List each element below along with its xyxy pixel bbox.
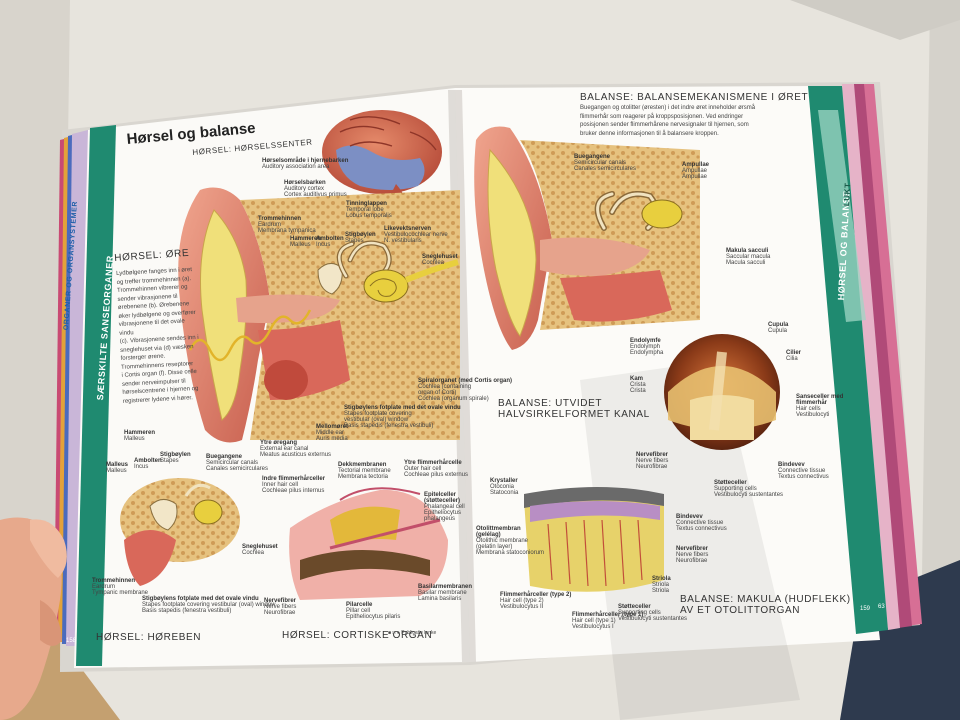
label-hair-type1: Flimmerhårceller (type 1)Hair cell (type… bbox=[572, 612, 644, 630]
label-spiral-organ: Spiralorganet (med Cortis organ)Cochlea … bbox=[418, 378, 513, 402]
label-phalangeal: Epitelceller(støtteceller)Phalangeal cel… bbox=[424, 492, 465, 522]
balance-intro: Buegangen og otolitter (øresten) i det i… bbox=[580, 105, 756, 137]
heading-cochlea: HØRSEL: CORTISKE ORGAN bbox=[282, 630, 433, 641]
label-oval-window: Stigbøylens fotplate med det ovale vindu… bbox=[344, 405, 461, 429]
ossicles-illustration bbox=[120, 478, 240, 586]
right-side-tab-2: LUKT bbox=[842, 182, 853, 207]
label-otolith-membrane: Otolittmembran(gelélag)Otolithic membran… bbox=[476, 526, 545, 556]
heading-macula: BALANSE: MAKULA (HUDFLEKK)AV ET OTOLITTO… bbox=[680, 594, 851, 616]
cortis-organ-illustration bbox=[289, 487, 448, 600]
heading-balance: BALANSE: BALANSEMEKANISMENE I ØRET bbox=[580, 92, 809, 103]
heading-ossicles: HØRSEL: HØREBEN bbox=[96, 632, 202, 643]
label-hair-type2: Flimmerhårceller (type 2)Hair cell (type… bbox=[500, 592, 572, 610]
balance-ear-illustration bbox=[474, 126, 700, 350]
right-page-edges bbox=[842, 84, 922, 630]
right-edge-number: 63 bbox=[878, 604, 885, 610]
right-page-number: 159 bbox=[860, 606, 871, 612]
left-page-edges bbox=[54, 130, 88, 646]
label-ossicle-footplate: Stigbøylens fotplate med det ovale vindu… bbox=[142, 596, 276, 614]
left-page-number: 158 bbox=[66, 638, 77, 644]
footer-note: ■ □ ● Publicatie lenke bbox=[388, 630, 437, 636]
right-side-tab bbox=[808, 86, 888, 634]
hand bbox=[0, 517, 67, 720]
macula-illustration bbox=[524, 487, 664, 592]
brain-illustration bbox=[322, 110, 442, 212]
ear-illustration bbox=[178, 187, 460, 443]
ampulla-illustration bbox=[664, 334, 780, 450]
left-side-tab bbox=[76, 125, 116, 666]
